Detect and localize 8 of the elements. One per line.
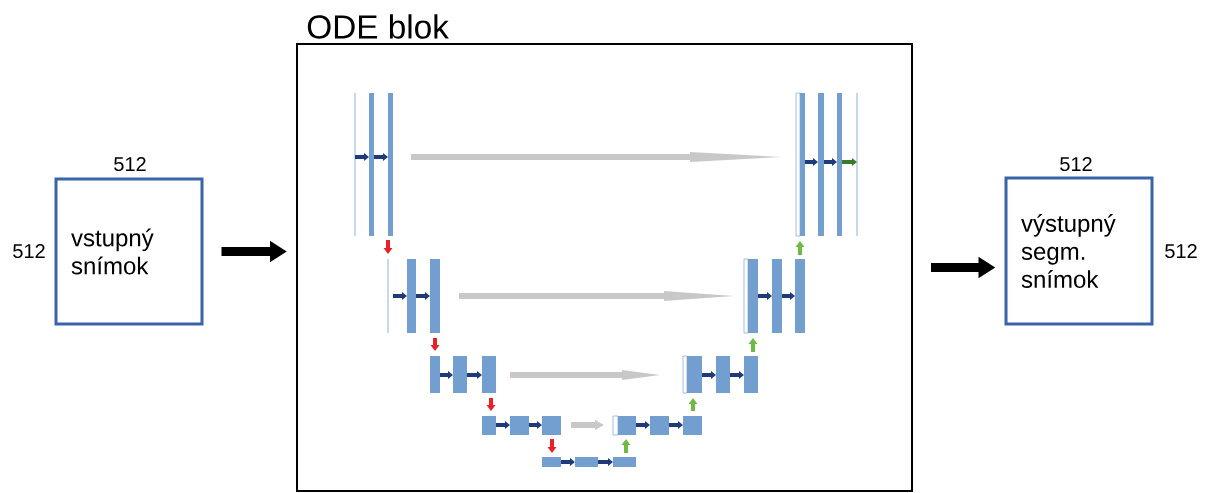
dimension-label: 512: [13, 243, 45, 259]
image-box: vstupný snímok: [54, 177, 204, 326]
block-frame: ODE blok: [296, 14, 913, 492]
node-label: ODE blok: [307, 14, 449, 39]
dimension-label: 512: [1165, 243, 1197, 259]
dimension-label: 512: [1060, 156, 1092, 172]
image-box: výstupný segm. snímok: [1004, 176, 1154, 326]
dimension-label: 512: [114, 156, 146, 172]
